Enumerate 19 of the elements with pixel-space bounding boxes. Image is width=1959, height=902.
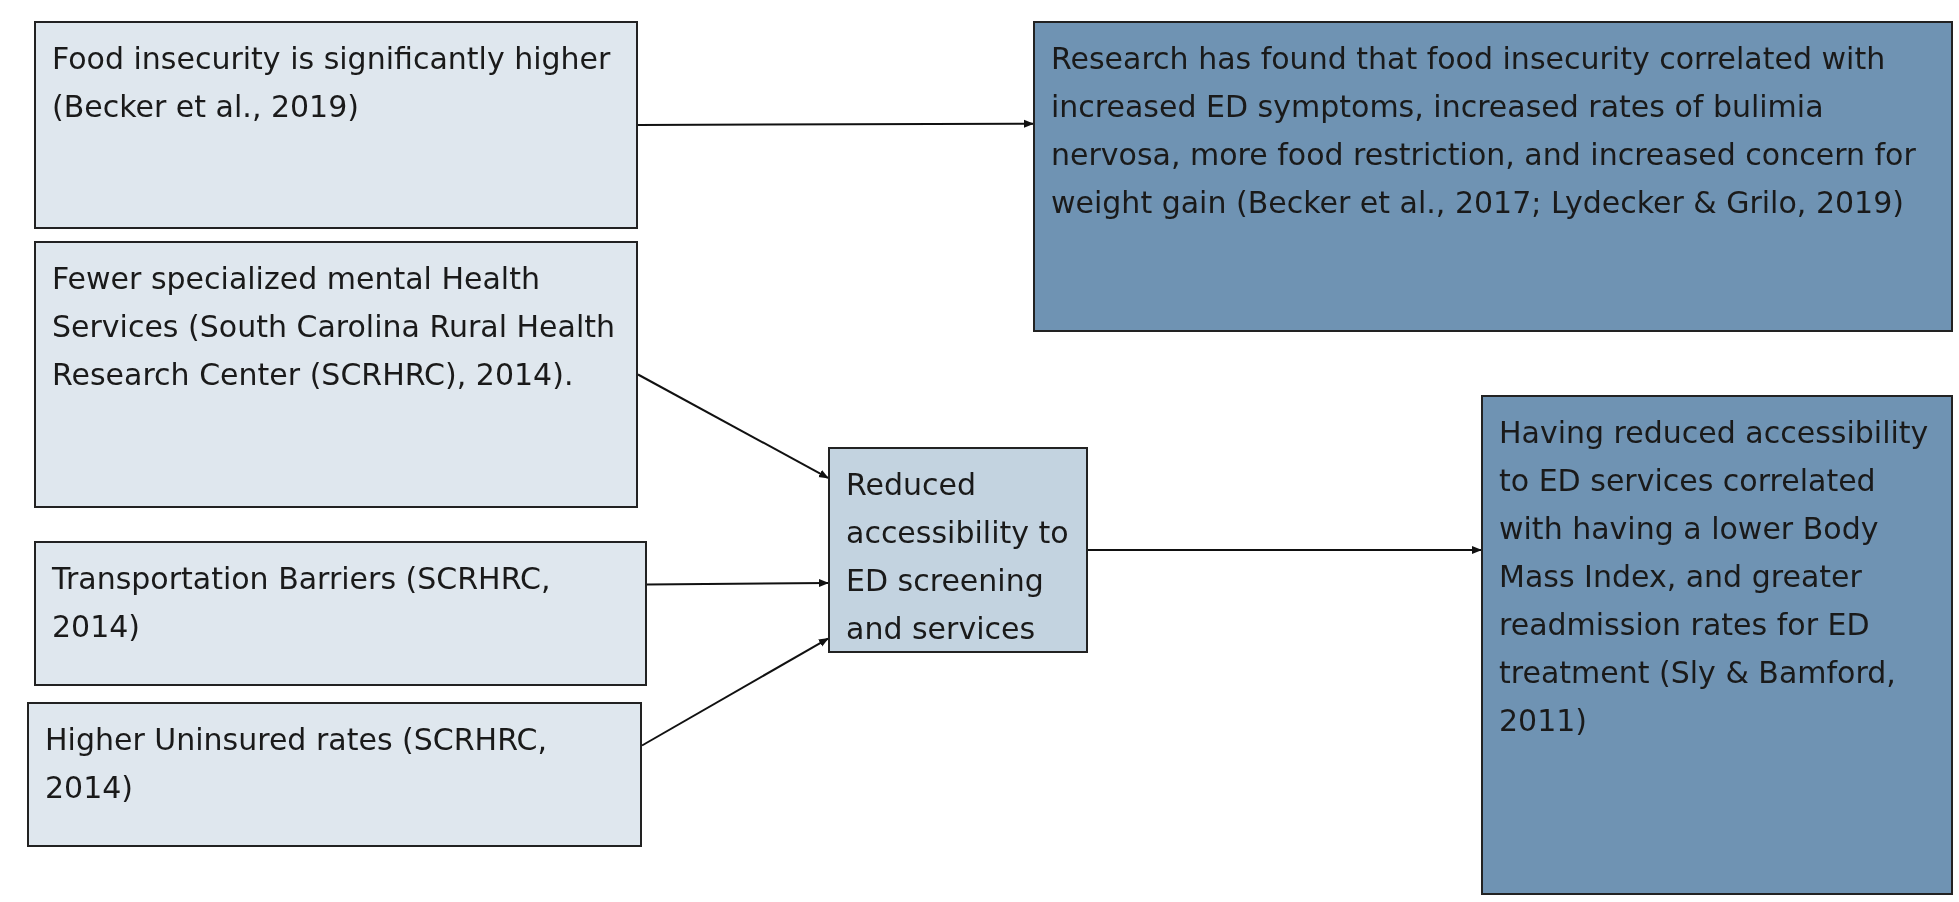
factor-box	[34, 241, 638, 508]
node-text: Research has found that food insecurity correlated with increased ED symptoms, increased rates of bulimia nervosa, more food restriction, and increased concern for weight gain (Becker et al., 2017; Lydecker & Grilo, 2019)	[1051, 40, 1917, 222]
arrow	[646, 579, 829, 588]
outcome-box	[1033, 21, 1953, 332]
node-text: Food insecurity is significantly higher (Becker et al., 2019)	[52, 40, 612, 126]
outcome-box	[1481, 395, 1953, 895]
node-text: Transportation Barriers (SCRHRC, 2014)	[52, 560, 552, 646]
arrow	[641, 637, 829, 747]
arrow	[1087, 546, 1482, 554]
node-text: Higher Uninsured rates (SCRHRC, 2014)	[45, 721, 548, 807]
factor-box	[34, 541, 647, 686]
factor-box	[27, 702, 642, 847]
node-text: Having reduced accessibility to ED services correlated with having a lower Body Mass Index, and greater readmission rates for ED treatment (Sly & Bamford, 2011)	[1499, 414, 1930, 740]
factor-box	[34, 21, 638, 229]
node-text: Reduced accessibility to ED screening and services	[846, 466, 1070, 648]
arrow	[637, 119, 1034, 128]
node-text: Fewer specialized mental Health Services (South Carolina Rural Health Research Center (SCRHRC), 2014).	[52, 260, 617, 394]
process-box	[828, 447, 1088, 653]
arrow	[637, 373, 829, 479]
